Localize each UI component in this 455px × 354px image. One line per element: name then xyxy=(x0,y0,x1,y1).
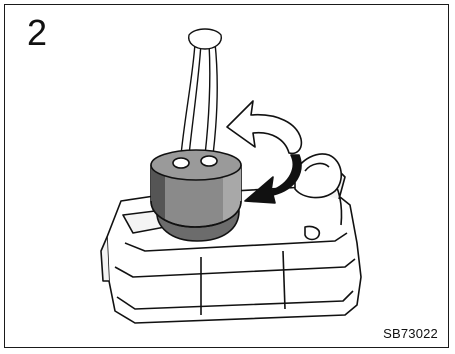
figure-code: SB73022 xyxy=(383,326,438,341)
bulb-socket xyxy=(151,150,241,241)
side-clip xyxy=(295,154,341,198)
figure-frame: 2 xyxy=(4,4,449,348)
bulb-socket-removal-illustration xyxy=(5,5,449,348)
wire-harness xyxy=(181,29,221,155)
